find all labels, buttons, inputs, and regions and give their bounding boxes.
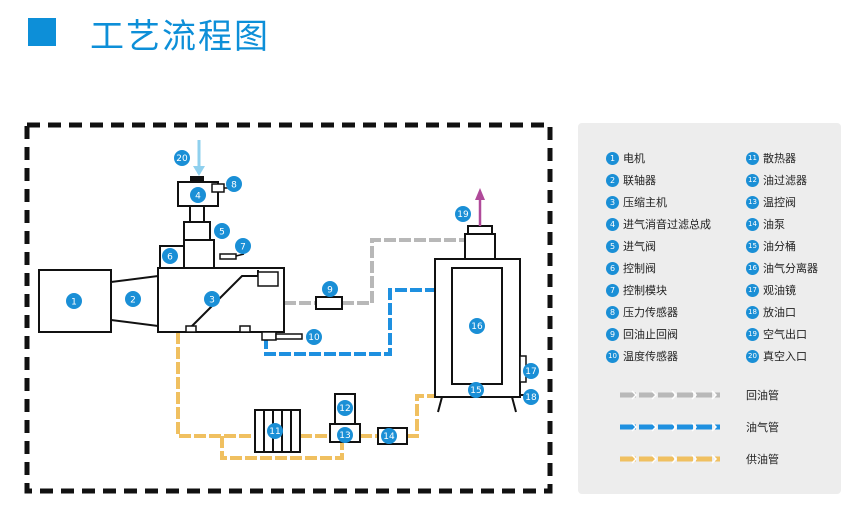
svg-text:17: 17 (525, 367, 536, 377)
badge-5: 5 (214, 223, 230, 239)
badge-13: 13 (337, 427, 353, 443)
svg-text:11: 11 (269, 427, 280, 437)
badge-20: 20 (174, 150, 190, 166)
badge-8: 8 (226, 176, 242, 192)
badge-14: 14 (381, 428, 397, 444)
svg-text:14: 14 (383, 432, 395, 442)
page-title: 工艺流程图 (90, 17, 270, 57)
oil-gas-pipe (264, 288, 435, 356)
skid-boundary (24, 122, 553, 494)
supply-oil-pipe (176, 332, 435, 460)
svg-text:1: 1 (71, 298, 77, 308)
badge-10: 10 (306, 329, 322, 345)
badge-11: 11 (267, 423, 283, 439)
oil-gas-separator (434, 225, 530, 413)
badge-9: 9 (322, 281, 338, 297)
badge-2: 2 (125, 291, 141, 307)
badge-1: 1 (66, 293, 82, 309)
return-pipe-label: 回油管 (746, 389, 779, 402)
svg-text:6: 6 (167, 253, 173, 263)
svg-text:9: 9 (327, 286, 333, 296)
title-logo-icon (28, 18, 66, 56)
badge-12: 12 (337, 400, 353, 416)
badge-17: 17 (523, 363, 539, 379)
legend-return-pipe: 回油管 (618, 385, 833, 405)
svg-text:13: 13 (339, 431, 350, 441)
supply-pipe-label: 供油管 (746, 453, 779, 466)
svg-text:18: 18 (525, 393, 537, 403)
gas-pipe-swatch (620, 422, 720, 432)
return-oil-pipe (284, 238, 470, 305)
badge-18: 18 (523, 389, 539, 405)
svg-text:16: 16 (471, 322, 483, 332)
gas-pipe-label: 油气管 (746, 421, 779, 434)
svg-text:10: 10 (308, 333, 320, 343)
svg-text:5: 5 (219, 228, 225, 238)
return-check-valve (315, 296, 343, 310)
svg-text:4: 4 (195, 192, 201, 202)
svg-text:12: 12 (339, 404, 350, 414)
badge-15: 15 (468, 382, 484, 398)
supply-pipe-swatch (620, 454, 720, 464)
badge-16: 16 (469, 318, 485, 334)
badge-6: 6 (162, 248, 178, 264)
legend-supply-pipe: 供油管 (618, 449, 833, 469)
return-pipe-swatch (620, 390, 720, 400)
badge-19: 19 (455, 206, 471, 222)
svg-text:20: 20 (176, 154, 188, 164)
svg-text:7: 7 (240, 243, 246, 253)
svg-text:2: 2 (130, 296, 136, 306)
svg-text:3: 3 (209, 296, 215, 306)
svg-text:15: 15 (470, 386, 481, 396)
badge-7: 7 (235, 238, 251, 254)
badge-3: 3 (204, 291, 220, 307)
compressor-host (157, 267, 285, 333)
legend-gas-pipe: 油气管 (618, 417, 833, 437)
badge-4: 4 (190, 187, 206, 203)
intake-valve (183, 221, 211, 241)
svg-text:8: 8 (231, 181, 237, 191)
svg-text:19: 19 (457, 210, 469, 220)
